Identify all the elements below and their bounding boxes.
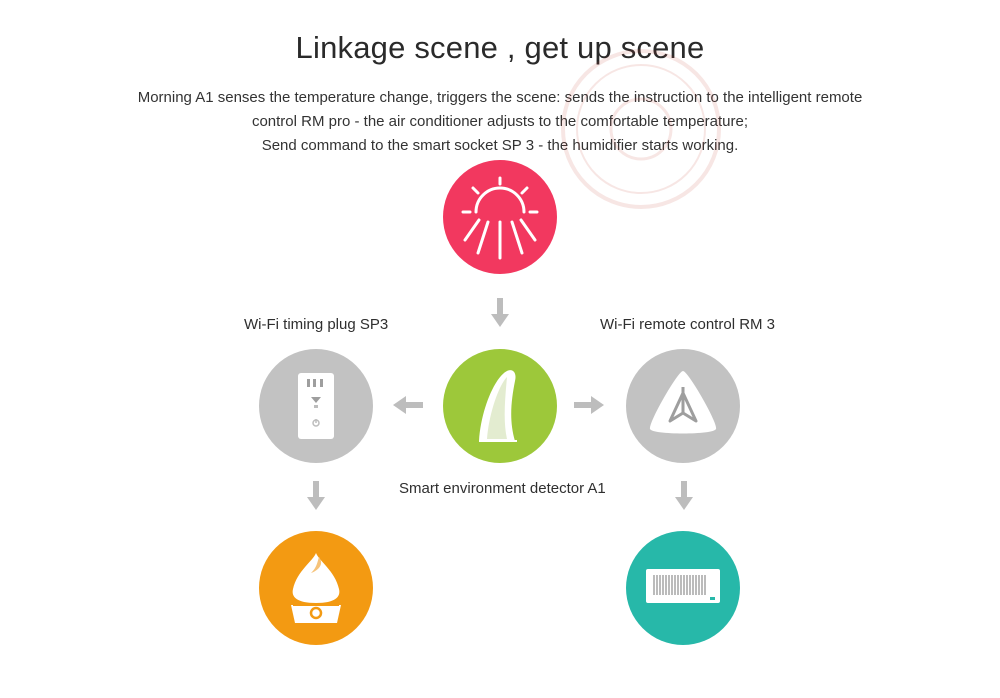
sun-node bbox=[443, 160, 557, 274]
rm3-remote-icon bbox=[649, 371, 717, 434]
watermark-stamp bbox=[556, 44, 726, 214]
rm3-label: Wi-Fi remote control RM 3 bbox=[600, 316, 776, 333]
arrow-right-icon bbox=[574, 396, 604, 414]
sun-icon bbox=[461, 176, 539, 260]
sp3-plug-icon bbox=[298, 373, 334, 439]
rm3-node bbox=[626, 349, 740, 463]
a1-detector-icon bbox=[479, 370, 517, 442]
description-line: Morning A1 senses the temperature change… bbox=[137, 89, 863, 106]
description-line: control RM pro - the air conditioner adj… bbox=[251, 113, 749, 130]
humidifier-node bbox=[259, 531, 373, 645]
humidifier-icon bbox=[291, 553, 341, 623]
description-line: Send command to the smart socket SP 3 - … bbox=[261, 137, 739, 154]
sp3-label: Wi-Fi timing plug SP3 bbox=[244, 316, 389, 333]
page-title: Linkage scene , get up scene bbox=[295, 30, 705, 65]
air-conditioner-node bbox=[626, 531, 740, 645]
arrow-down-icon bbox=[675, 481, 693, 511]
sp3-node bbox=[259, 349, 373, 463]
a1-label: Smart environment detector A1 bbox=[399, 480, 606, 497]
arrow-down-icon bbox=[307, 481, 325, 511]
arrow-down-icon bbox=[491, 298, 509, 328]
air-conditioner-icon bbox=[646, 569, 720, 603]
a1-node bbox=[443, 349, 557, 463]
arrow-left-icon bbox=[393, 396, 423, 414]
scene-description: Morning A1 senses the temperature change… bbox=[120, 86, 880, 158]
